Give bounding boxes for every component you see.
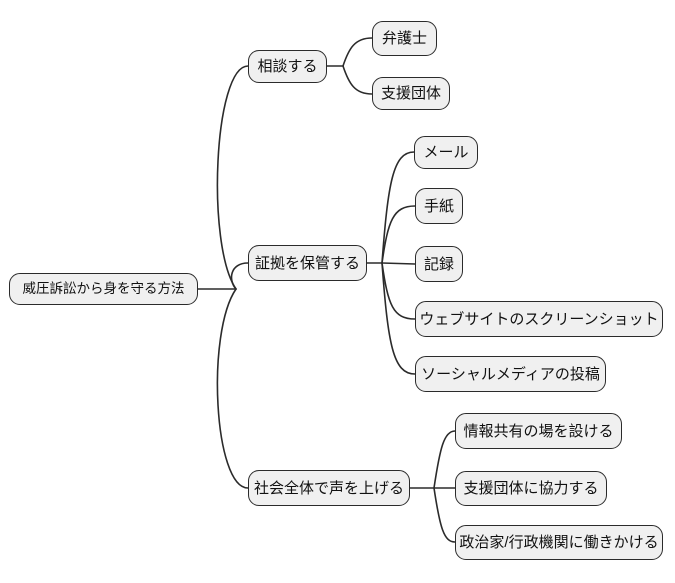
- edge-evidence-socialpost: [381, 262, 416, 375]
- edge-consult-lawyer: [342, 37, 373, 67]
- edge-root-society: [216, 288, 249, 489]
- edge-evidence-mail: [381, 151, 415, 264]
- node-letter: 手紙: [415, 188, 463, 224]
- node-lobby-politicians: 政治家/行政機関に働きかける: [455, 525, 663, 560]
- edge-society-infoshare: [433, 430, 456, 489]
- node-lawyer: 弁護士: [372, 21, 437, 56]
- node-support-group: 支援団体: [372, 77, 450, 110]
- edge-evidence-screenshot: [381, 262, 416, 320]
- edge-consult-support: [342, 65, 373, 95]
- node-consult: 相談する: [248, 50, 327, 83]
- edge-evidence-record: [381, 262, 416, 265]
- node-keep-evidence: 証拠を保管する: [248, 245, 367, 281]
- node-website-screenshot: ウェブサイトのスクリーンショット: [415, 301, 663, 337]
- edge-society-politicians: [433, 487, 456, 543]
- node-social-media-posts: ソーシャルメディアの投稿: [415, 356, 606, 392]
- node-cooperate-support-group: 支援団体に協力する: [455, 471, 607, 506]
- node-information-sharing: 情報共有の場を設ける: [455, 413, 622, 449]
- node-records: 記録: [415, 246, 463, 282]
- node-raise-voice-society: 社会全体で声を上げる: [248, 470, 410, 506]
- edge-evidence-letter: [381, 205, 416, 264]
- edge-root-consult: [216, 65, 249, 290]
- node-root: 威圧訴訟から身を守る方法: [9, 273, 198, 305]
- edge-root-evidence: [230, 262, 249, 290]
- node-email: メール: [414, 136, 478, 169]
